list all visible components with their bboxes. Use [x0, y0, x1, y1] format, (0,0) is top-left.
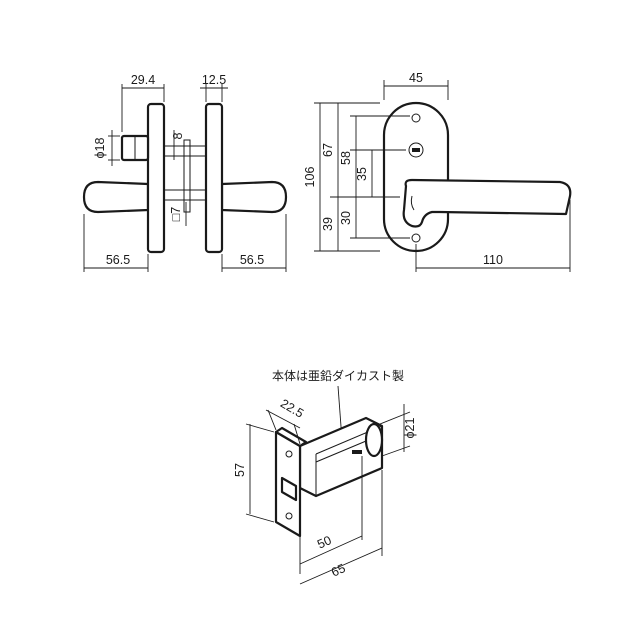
dim-67: 67 — [321, 143, 335, 157]
spindle-lower — [163, 189, 207, 201]
spindle-upper — [163, 145, 207, 157]
front-view: 45 106 67 58 35 39 30 110 — [303, 71, 572, 272]
left-rose-plate — [146, 102, 166, 254]
oval-rose-plate — [382, 101, 450, 253]
latch-bolt — [280, 476, 298, 502]
latch-tube — [364, 422, 384, 458]
face-screw-top — [285, 450, 293, 458]
dim-phi21: ϕ21 — [403, 418, 417, 439]
left-lever — [82, 180, 150, 214]
latch-view: 本体は亜鉛ダイカスト製 22.5 57 ϕ21 — [233, 368, 417, 585]
dim-106: 106 — [303, 167, 317, 188]
dim-phi18: ϕ18 — [93, 138, 107, 159]
dim-8: 8 — [171, 132, 185, 139]
dim-57: 57 — [233, 463, 247, 477]
side-view: 29.4 12.5 ϕ18 8 □7 56.5 56.5 — [82, 73, 288, 272]
top-screw-hole — [411, 113, 421, 123]
indicator-window — [408, 142, 424, 158]
bottom-screw-hole — [411, 233, 421, 243]
dim-56-5-right: 56.5 — [240, 253, 264, 267]
dim-29-4: 29.4 — [131, 73, 155, 87]
dim-12-5: 12.5 — [202, 73, 226, 87]
dim-50: 50 — [315, 533, 333, 551]
dim-110: 110 — [483, 253, 503, 267]
dim-square-7: □7 — [169, 207, 183, 222]
dim-45: 45 — [409, 71, 423, 85]
dim-65: 65 — [329, 561, 347, 579]
face-screw-bottom — [285, 512, 293, 520]
right-rose-plate — [204, 102, 224, 254]
material-note: 本体は亜鉛ダイカスト製 — [272, 368, 404, 383]
dim-39: 39 — [321, 217, 335, 231]
dim-30: 30 — [339, 211, 353, 225]
dim-35: 35 — [355, 167, 369, 181]
right-lever — [220, 180, 288, 214]
dim-22-5: 22.5 — [278, 396, 306, 420]
front-lever — [402, 178, 572, 228]
dim-58: 58 — [339, 151, 353, 165]
dim-56-5-left: 56.5 — [106, 253, 130, 267]
